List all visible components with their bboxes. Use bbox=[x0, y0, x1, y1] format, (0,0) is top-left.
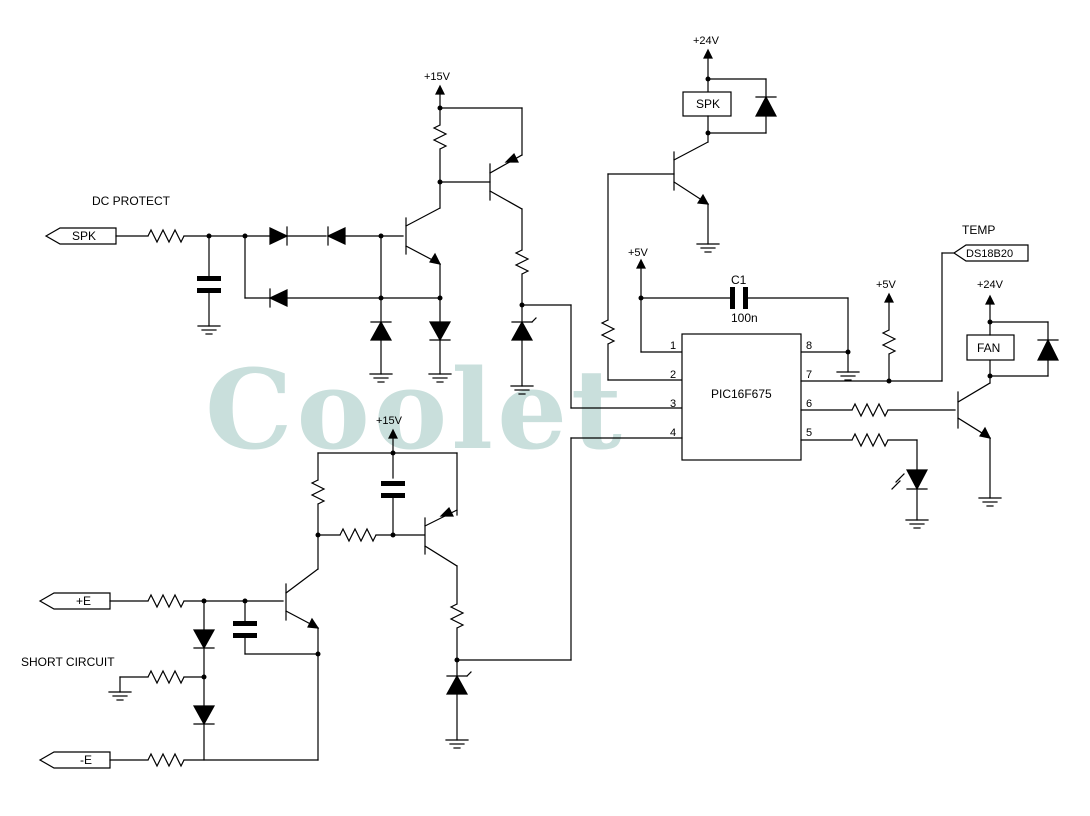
pin-2: 2 bbox=[670, 369, 676, 381]
pin-7: 7 bbox=[806, 369, 812, 381]
neg-e-connector: -E bbox=[38, 751, 111, 769]
supply-24v-right: +24V bbox=[977, 279, 1004, 291]
svg-text:-E: -E bbox=[80, 753, 92, 767]
pin-3: 3 bbox=[670, 398, 676, 410]
supply-15v-top: +15V bbox=[424, 71, 451, 83]
supply-5v-left: +5V bbox=[628, 247, 649, 259]
c1-label: C1 bbox=[731, 273, 747, 287]
short-circuit-section: +15V bbox=[21, 415, 572, 769]
ic-name: PIC16F675 bbox=[711, 387, 772, 401]
spk-relay-box: SPK bbox=[682, 91, 732, 117]
dc-protect-section: DC PROTECT SPK bbox=[44, 71, 683, 409]
temp-label: TEMP bbox=[962, 223, 995, 237]
supply-24v-top: +24V bbox=[693, 35, 720, 47]
pic-section: +5V C1 100n PIC16F675 1 2 3 4 8 7 6 5 bbox=[570, 247, 860, 661]
svg-text:FAN: FAN bbox=[977, 341, 1000, 355]
pin-4: 4 bbox=[670, 427, 676, 439]
pic16f675-chip: PIC16F675 1 2 3 4 8 7 6 5 bbox=[670, 333, 812, 461]
ds18b20-connector: DS18B20 bbox=[952, 244, 1029, 262]
pin-5: 5 bbox=[806, 427, 812, 439]
pin-8: 8 bbox=[806, 340, 812, 352]
supply-15v-mid: +15V bbox=[376, 415, 403, 427]
pin-1: 1 bbox=[670, 340, 676, 352]
fan-box: FAN bbox=[966, 334, 1015, 361]
supply-5v-right: +5V bbox=[876, 279, 897, 291]
c1-value: 100n bbox=[731, 311, 758, 325]
watermark: Coolet bbox=[205, 345, 626, 474]
short-circuit-label: SHORT CIRCUIT bbox=[21, 655, 115, 669]
pos-e-connector: +E bbox=[38, 592, 111, 610]
pin-6: 6 bbox=[806, 398, 812, 410]
svg-text:DS18B20: DS18B20 bbox=[966, 248, 1013, 260]
svg-text:+E: +E bbox=[76, 594, 91, 608]
speaker-relay-section: +24V SPK bbox=[600, 35, 777, 381]
spk-connector: SPK bbox=[44, 227, 117, 245]
svg-text:SPK: SPK bbox=[696, 97, 720, 111]
temp-fan-section: TEMP DS18B20 +5V FAN +24V bbox=[800, 223, 1059, 529]
svg-text:SPK: SPK bbox=[72, 229, 96, 243]
dc-protect-label: DC PROTECT bbox=[92, 194, 171, 208]
